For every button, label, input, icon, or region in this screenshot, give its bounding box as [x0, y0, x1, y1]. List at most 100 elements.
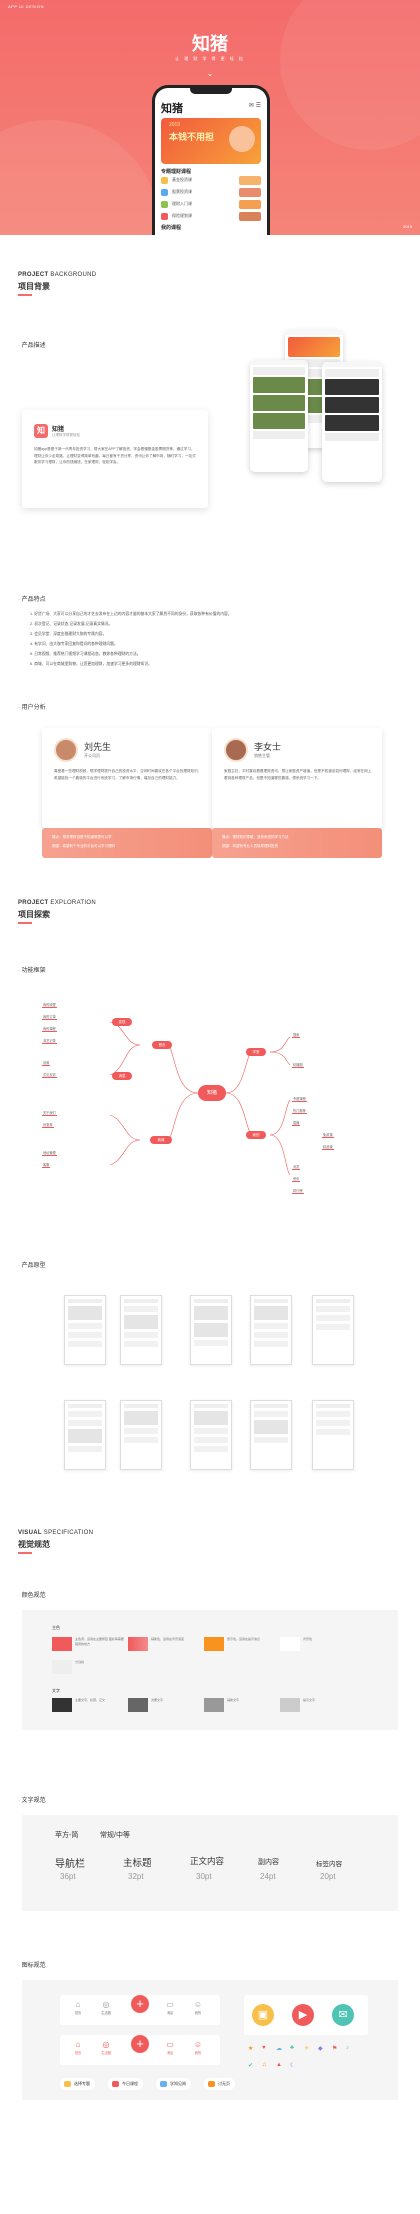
book-icon: [160, 2081, 167, 2087]
mind-map-leaf: 浏览记录: [42, 1039, 57, 1044]
persona-name: 李女士: [254, 742, 282, 752]
mind-map-leaf: 专题课程: [292, 1097, 307, 1102]
persona-pain-box: 痛点：理财知识零散，没有系统的学习方法 期望：希望有专业人员指导理财投资: [212, 828, 382, 858]
mind-map-leaf: 问答: [292, 1165, 301, 1170]
tab-messages[interactable]: ▭ 消息: [158, 2040, 182, 2055]
topic-pill[interactable]: 讨无页: [204, 2078, 235, 2090]
topic-pill[interactable]: 今日课程: [108, 2078, 143, 2090]
play-icon[interactable]: ▶: [292, 2004, 314, 2026]
color-swatch: [52, 1637, 72, 1651]
mail-icon[interactable]: ✉: [332, 2004, 354, 2026]
subsection-heading: 图标规范: [18, 1960, 46, 1969]
app-name: 知猪: [52, 427, 65, 433]
list-item[interactable]: 股票投资课: [161, 188, 261, 198]
list-item-label: 股票投资课: [172, 189, 192, 194]
tab-circle[interactable]: ◎ 生活圈: [94, 2040, 118, 2055]
color-swatch: [128, 1637, 148, 1651]
avatar: [224, 738, 248, 762]
list-item[interactable]: 保险规划课: [161, 212, 261, 222]
tab-label: 我的: [194, 2011, 202, 2015]
color-spec-panel: [22, 1610, 398, 1730]
phone-section-title: 专题理财课程: [161, 169, 192, 175]
course-thumbnail: [239, 212, 261, 221]
tab-home[interactable]: ⌂首页: [66, 2040, 90, 2055]
check-icon: ✔: [248, 2063, 254, 2069]
tab-messages[interactable]: ▭消息: [158, 2000, 182, 2015]
mind-map-node: 首页: [152, 1041, 172, 1049]
color-swatch: [52, 1698, 72, 1712]
color-swatch: [280, 1637, 300, 1651]
mind-map-leaf: 客服: [42, 1163, 51, 1168]
type-style-name: 主标题: [123, 1858, 152, 1869]
type-style-size: 36pt: [60, 1872, 76, 1881]
course-thumbnail: [239, 200, 261, 209]
course-icon: [161, 201, 168, 208]
mind-map-node: 我的: [246, 1131, 266, 1139]
home-icon: ⌂: [75, 2040, 81, 2049]
color-desc: 辅助文字: [227, 1698, 240, 1702]
chevron-down-icon[interactable]: ⌄: [206, 69, 214, 78]
tab-label: 首页: [74, 2011, 82, 2015]
color-desc: 分割线: [75, 1660, 85, 1664]
moon-icon: ☾: [290, 2063, 296, 2069]
tab-label: 消息: [166, 2051, 174, 2055]
prototype-screen: [190, 1295, 232, 1365]
course-icon: [161, 213, 168, 220]
section-en-title: VISUAL SPECIFICATION: [18, 1530, 93, 1536]
feature-item: 2. 初次登记、记录状态,记录发展,记录真实情况。: [30, 622, 113, 626]
user-icon: ☺: [193, 2040, 203, 2049]
compass-icon: ◎: [102, 2040, 110, 2049]
pill-label: 今日课程: [122, 2081, 138, 2086]
persona-card: 刘先生 开公司员 喜爱看一些理财视频，想学理财提升自己的投资水平，空闲时间喜欢在…: [42, 728, 212, 828]
color-desc: 辅助色，运用在背景渐变: [151, 1637, 185, 1641]
mind-map-leaf: 直播: [292, 1121, 301, 1126]
list-item[interactable]: 理财入门课: [161, 200, 261, 210]
list-item-label: 基金投资课: [172, 177, 192, 182]
color-desc: 主要文字，标题，正文: [75, 1698, 106, 1702]
section-en-rest: BACKGROUND: [50, 272, 97, 278]
subsection-heading: 产品描述: [18, 340, 46, 349]
section-cn-title: 视觉规范: [18, 1539, 50, 1554]
topic-pill[interactable]: 选择专题: [60, 2078, 95, 2090]
banner-year: 2019: [169, 122, 181, 128]
color-group-label: 文字: [52, 1688, 60, 1693]
list-item[interactable]: 基金投资课: [161, 176, 261, 186]
tab-label: 生活圈: [101, 2051, 111, 2055]
image-icon[interactable]: ▣: [252, 2004, 274, 2026]
hero-app-subtitle: 让 理 财 学 得 更 轻 松: [175, 56, 245, 61]
prototype-screen: [250, 1400, 292, 1470]
course-thumbnail: [239, 188, 261, 197]
color-desc: 背景色: [303, 1637, 313, 1641]
add-button[interactable]: +: [131, 1995, 149, 2013]
pill-label: 学知见闻: [170, 2081, 186, 2086]
tab-me[interactable]: ☺我的: [186, 2040, 210, 2055]
subsection-heading: 功能框架: [18, 965, 46, 974]
mind-map-leaf: 热门推荐: [292, 1109, 307, 1114]
type-style-size: 32pt: [128, 1872, 144, 1881]
mind-map-leaf: 资讯: [292, 1177, 301, 1182]
prototype-screen: [120, 1400, 162, 1470]
mind-map-leaf: 意见反馈: [42, 1073, 57, 1078]
user-icon: ☺: [193, 2000, 203, 2009]
mind-map-leaf: 优惠券: [42, 1123, 54, 1128]
message-icon[interactable]: ✉ ☰: [248, 103, 261, 109]
mind-map-leaf: 轮播图: [292, 1063, 304, 1068]
mind-map-leaf: 免费课: [322, 1133, 334, 1138]
section-en-title: PROJECT EXPLORATION: [18, 900, 96, 906]
add-button[interactable]: +: [131, 2035, 149, 2053]
phone-section-title: 我的课程: [161, 225, 182, 231]
tab-home[interactable]: ⌂首页: [66, 2000, 90, 2015]
subsection-heading: 产品特点: [18, 594, 46, 603]
color-swatch: [204, 1698, 224, 1712]
subsection-heading: 文字规范: [18, 1795, 46, 1804]
topic-pill[interactable]: 学知见闻: [156, 2078, 191, 2090]
subsection-heading: 产品原型: [18, 1260, 46, 1269]
diamond-icon: ◆: [318, 2046, 323, 2052]
hero-corner-label: 2019: [403, 224, 412, 229]
message-icon: ▭: [166, 2040, 174, 2049]
phone-banner[interactable]: 2019 本钱不用担: [161, 118, 261, 164]
mockup-screen: [250, 360, 308, 472]
section-en-bold: VISUAL: [18, 1530, 42, 1536]
tab-me[interactable]: ☺ 我的: [186, 2000, 210, 2015]
tab-circle[interactable]: ◎生活圈: [94, 2000, 118, 2015]
